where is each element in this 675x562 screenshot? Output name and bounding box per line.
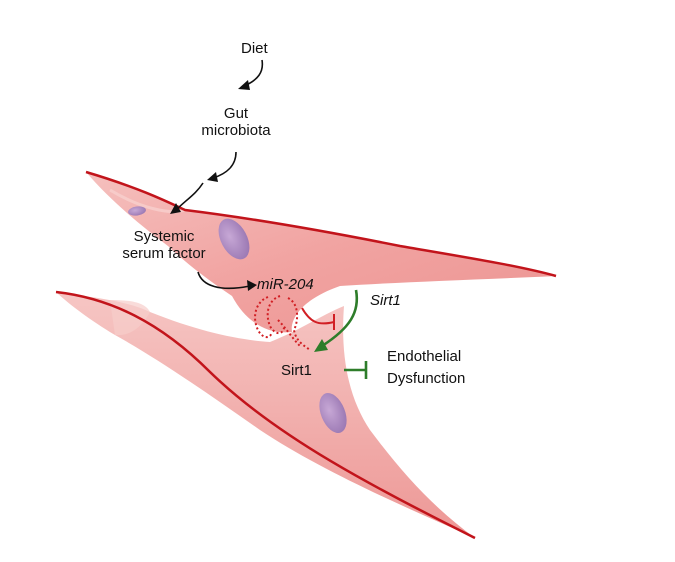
label-sirt1-protein: Sirt1 xyxy=(281,362,312,379)
sirt1-translation-arrow xyxy=(321,289,359,348)
nucleus-lower xyxy=(319,393,347,433)
label-systemic: Systemic xyxy=(133,228,195,245)
label-serum-factor: serum factor xyxy=(122,245,206,262)
arrow-serum-factor-to-mir204 xyxy=(197,271,251,290)
sirt1-translation-arrow-head xyxy=(314,339,328,352)
label-mir204: miR-204 xyxy=(257,276,314,293)
arrow-head-1 xyxy=(238,80,250,90)
arrow-head-4 xyxy=(247,280,257,291)
nucleus-upper xyxy=(218,218,250,260)
upper-cell-body xyxy=(86,172,556,333)
arrow-head-3 xyxy=(170,203,181,214)
nucleus-small xyxy=(128,206,146,216)
arrow-cell-to-serum-factor xyxy=(175,182,204,211)
mir204-hairpin xyxy=(254,295,311,351)
label-gut: Gut xyxy=(223,105,249,122)
upper-cell-outline xyxy=(85,170,557,278)
lower-cell-body xyxy=(56,292,475,538)
label-sirt1-gene: Sirt1 xyxy=(370,292,401,309)
lower-cell-outline xyxy=(55,290,476,540)
label-diet: Diet xyxy=(241,40,268,57)
arrow-microbiota-to-cell xyxy=(212,151,237,179)
label-dysfunction: Dysfunction xyxy=(387,370,466,387)
label-endothelial: Endothelial xyxy=(387,348,462,365)
arrow-head-2 xyxy=(207,172,218,182)
arrow-heads xyxy=(170,80,257,291)
label-microbiota: microbiota xyxy=(201,122,271,139)
mir204-inhibition-line xyxy=(301,307,335,325)
